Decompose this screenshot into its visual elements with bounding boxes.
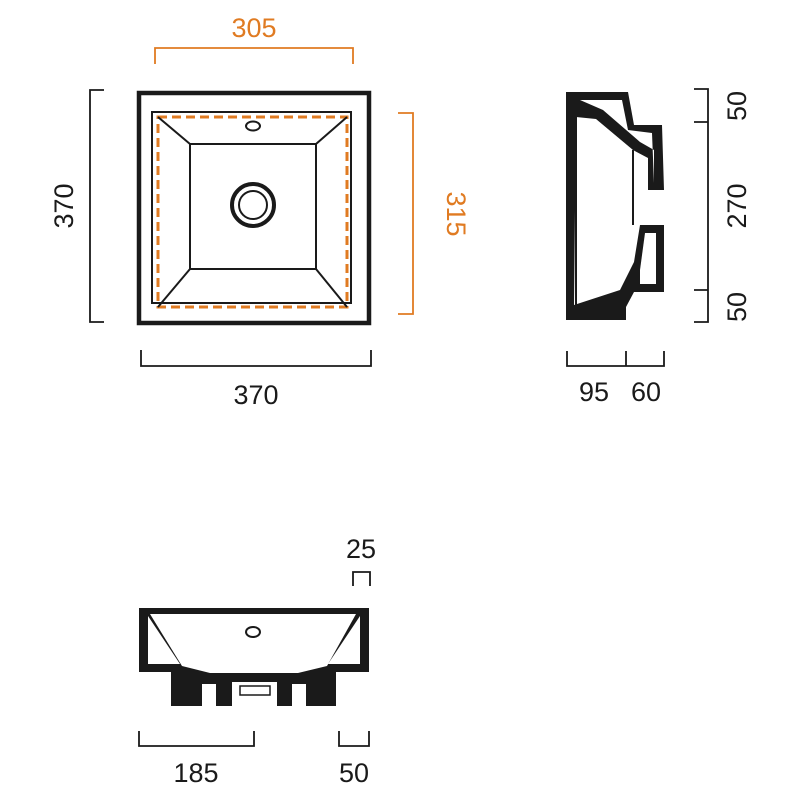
half-width-dimension-bracket bbox=[138, 731, 255, 747]
side-bottom-label: 50 bbox=[722, 292, 752, 322]
bowl-corner-line bbox=[157, 268, 191, 308]
side-depth-dimension-bracket bbox=[566, 351, 665, 367]
drain-inner-ring bbox=[238, 190, 268, 220]
basin-bowl-dashed-outline bbox=[156, 115, 349, 309]
bowl-corner-line bbox=[157, 116, 191, 145]
front-drain-icon bbox=[239, 685, 271, 696]
front-bowl-cavity bbox=[150, 614, 356, 673]
inner-height-dimension-bracket bbox=[398, 112, 414, 315]
basin-inner-rim bbox=[151, 111, 352, 304]
drain-icon bbox=[230, 182, 276, 228]
top-view: 370 370 305 315 bbox=[49, 13, 471, 410]
side-top-label: 50 bbox=[722, 91, 752, 121]
front-tap-hole-icon bbox=[245, 626, 261, 638]
front-side-recess bbox=[148, 616, 180, 664]
side-depth-right-label: 60 bbox=[631, 377, 661, 407]
front-side-recess bbox=[328, 616, 360, 664]
side-depth-left-label: 95 bbox=[579, 377, 609, 407]
side-middle-label: 270 bbox=[722, 183, 752, 228]
inner-width-label: 305 bbox=[231, 13, 276, 43]
inner-height-label: 315 bbox=[441, 191, 471, 236]
basin-outer-outline bbox=[136, 90, 372, 326]
side-section-step bbox=[640, 233, 656, 284]
inner-width-dimension-bracket bbox=[154, 47, 354, 64]
overall-width-label: 370 bbox=[233, 380, 278, 410]
front-view: 25 185 50 bbox=[138, 534, 376, 788]
height-dimension-bracket bbox=[89, 89, 104, 323]
rim-dimension-bracket bbox=[352, 571, 371, 586]
side-height-dimension-bracket bbox=[694, 88, 709, 323]
bowl-corner-line bbox=[315, 116, 348, 145]
half-width-label: 185 bbox=[173, 758, 218, 788]
edge-dimension-bracket bbox=[338, 731, 370, 747]
bowl-corner-line bbox=[315, 268, 348, 308]
side-section-cavity bbox=[580, 100, 654, 183]
basin-bowl-bottom bbox=[189, 143, 317, 270]
edge-label: 50 bbox=[339, 758, 369, 788]
overall-height-label: 370 bbox=[49, 183, 79, 228]
tap-hole-icon bbox=[245, 120, 261, 132]
side-view: 50 270 50 95 60 bbox=[566, 88, 752, 407]
width-dimension-bracket bbox=[140, 350, 372, 367]
rim-label: 25 bbox=[346, 534, 376, 564]
side-section-wall bbox=[566, 92, 664, 320]
